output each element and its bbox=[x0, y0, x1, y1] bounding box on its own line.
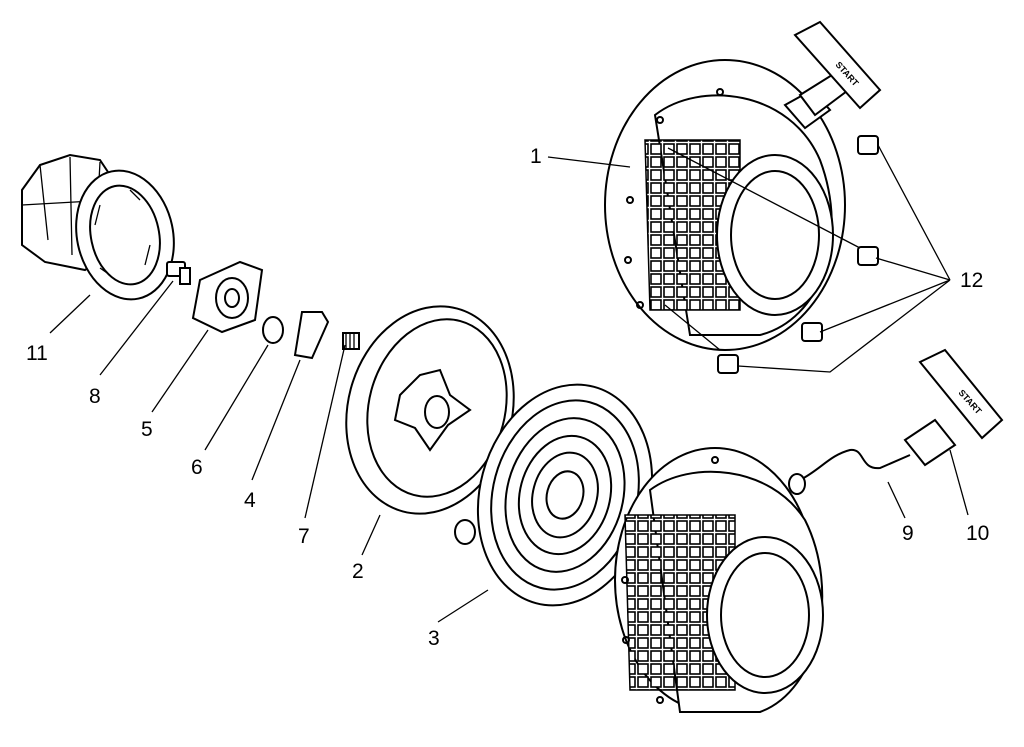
callout-10: 10 bbox=[966, 522, 989, 545]
callout-7: 7 bbox=[298, 525, 310, 548]
ring-part-6 bbox=[262, 316, 284, 344]
bolt-part-8 bbox=[166, 261, 191, 285]
callout-11: 11 bbox=[26, 342, 48, 365]
starter-housing-part-1: START bbox=[604, 20, 882, 351]
ratchet-plate-part-5 bbox=[191, 260, 264, 334]
handle-grip-part-10 bbox=[903, 418, 957, 467]
callout-8: 8 bbox=[89, 385, 101, 408]
callout-3: 3 bbox=[428, 627, 440, 650]
callout-6: 6 bbox=[191, 456, 203, 479]
rope-part-9 bbox=[799, 448, 911, 481]
callout-5: 5 bbox=[141, 418, 153, 441]
callout-1: 1 bbox=[530, 145, 542, 168]
housing-bolts-part-12 bbox=[717, 135, 879, 374]
leader-lines bbox=[49, 144, 969, 623]
callout-4: 4 bbox=[244, 489, 256, 512]
callout-12: 12 bbox=[960, 269, 983, 292]
pawl-part-4 bbox=[293, 311, 330, 360]
small-spring-part-7 bbox=[342, 332, 360, 350]
starter-housing-assembled: START bbox=[614, 348, 1004, 713]
callout-2: 2 bbox=[352, 560, 364, 583]
callout-9: 9 bbox=[902, 522, 914, 545]
starter-cup-part-11 bbox=[21, 153, 175, 301]
